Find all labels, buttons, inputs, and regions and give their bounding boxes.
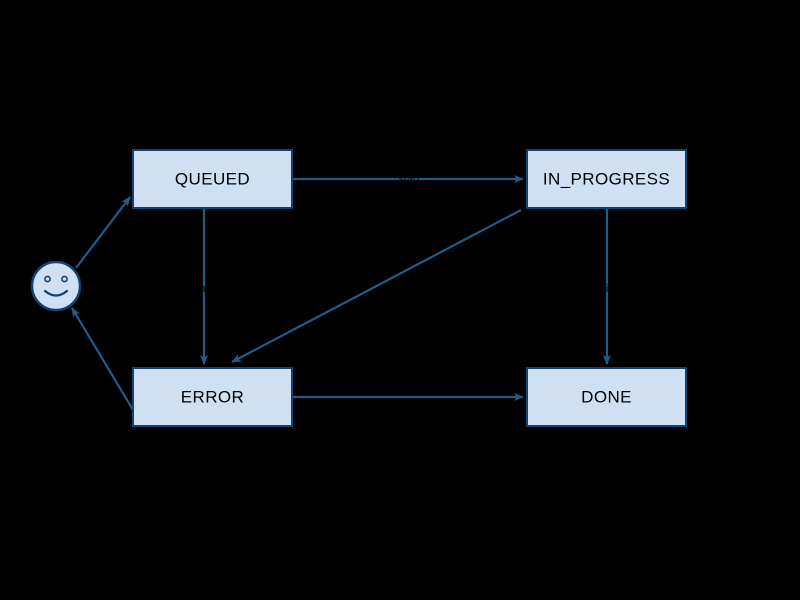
state-label: QUEUED (175, 169, 250, 188)
state-node-error[interactable]: ERROR (132, 367, 293, 427)
edge-label: start (398, 173, 419, 185)
edge-queued-to-in-progress: start (292, 173, 524, 185)
smiley-mouth-icon (43, 289, 69, 297)
edge-queued-to-error: fail (197, 208, 211, 365)
smiley-eye-right-icon (61, 275, 68, 283)
state-node-done[interactable]: DONE (526, 367, 687, 427)
state-node-queued[interactable]: QUEUED (132, 149, 293, 209)
edges-layer: start fail fail finish (71, 173, 620, 411)
smiley-face-icon (30, 260, 82, 312)
state-box (132, 149, 293, 209)
edge-label: fail (197, 283, 211, 295)
nodes-layer: QUEUED IN_PROGRESS ERROR DONE (132, 149, 687, 427)
state-box (132, 367, 293, 427)
edge-in-progress-to-done: finish (594, 208, 620, 365)
edge-line (71, 307, 134, 411)
edge-error-to-start (71, 307, 134, 411)
edge-label: fail (410, 276, 424, 288)
edge-label: finish (594, 283, 620, 295)
state-box (526, 149, 687, 209)
edge-start-to-queued (75, 196, 131, 269)
state-label: ERROR (181, 387, 244, 406)
state-label: IN_PROGRESS (543, 169, 670, 188)
edge-line (231, 209, 522, 363)
smiley-eye-left-icon (44, 275, 51, 283)
edge-in-progress-to-error: fail (231, 209, 522, 363)
state-node-in_progress[interactable]: IN_PROGRESS (526, 149, 687, 209)
start-state-node[interactable] (30, 260, 82, 312)
state-box (526, 367, 687, 427)
state-label: DONE (581, 387, 632, 406)
edge-line (75, 196, 131, 269)
